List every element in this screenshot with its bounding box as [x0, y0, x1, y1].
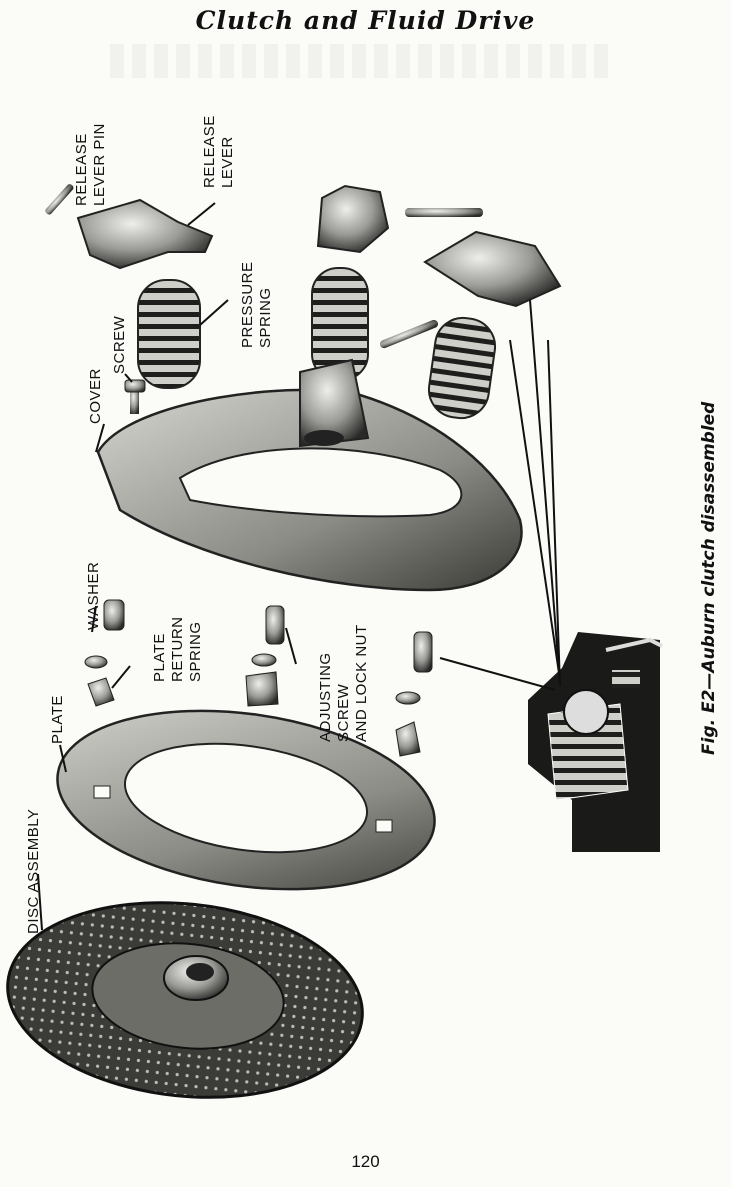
svg-text:PLATE: PLATE — [49, 695, 66, 744]
pressure-spring-label: PRESSURE SPRING — [239, 261, 274, 348]
small-hardware-parts — [84, 599, 433, 757]
page-header: Clutch and Fluid Drive — [195, 6, 536, 35]
release-lever-pin-part — [45, 184, 74, 215]
pressure-plate-part — [56, 709, 436, 891]
svg-text:DISC ASSEMBLY: DISC ASSEMBLY — [25, 809, 42, 934]
svg-text:LEVER PIN: LEVER PIN — [91, 123, 108, 206]
leader-lines — [37, 202, 561, 931]
bleed-through-text — [110, 44, 610, 78]
svg-text:PRESSURE: PRESSURE — [239, 261, 256, 348]
svg-text:SPRING: SPRING — [257, 287, 274, 348]
svg-text:COVER: COVER — [87, 368, 104, 424]
plate-label: PLATE — [49, 695, 66, 744]
release-lever-part — [76, 198, 214, 270]
svg-text:RETURN: RETURN — [169, 617, 186, 683]
disc-assembly-part — [6, 901, 364, 1099]
svg-text:RELEASE: RELEASE — [73, 133, 90, 206]
svg-text:SCREW: SCREW — [111, 315, 128, 374]
release-lever-pin-label: RELEASE LEVER PIN — [73, 123, 108, 206]
svg-text:SPRING: SPRING — [187, 621, 204, 682]
page-number: 120 — [351, 1152, 380, 1171]
washer-label: WASHER — [85, 562, 102, 630]
plate-return-spring-label: PLATE RETURN SPRING — [151, 617, 204, 683]
figure-caption: Fig. E2—Auburn clutch disassembled — [699, 401, 719, 755]
svg-text:LEVER: LEVER — [219, 136, 236, 188]
svg-text:WASHER: WASHER — [85, 562, 102, 630]
screw-label: SCREW — [111, 315, 128, 374]
screw-part — [124, 379, 146, 414]
pressure-spring-parts — [137, 267, 497, 420]
svg-text:PLATE: PLATE — [151, 633, 168, 682]
svg-text:AND LOCK NUT: AND LOCK NUT — [353, 624, 370, 742]
svg-text:RELEASE: RELEASE — [201, 115, 218, 188]
adjusting-screw-label: ADJUSTING SCREW AND LOCK NUT — [317, 624, 370, 742]
svg-text:ADJUSTING: ADJUSTING — [317, 652, 334, 742]
svg-text:Fig. E2—Auburn clutch disassem: Fig. E2—Auburn clutch disassembled — [699, 401, 719, 755]
cutaway-inset-drawing — [528, 632, 663, 852]
cover-part — [96, 358, 523, 592]
release-lever-top-part — [316, 184, 483, 254]
disc-assembly-label: DISC ASSEMBLY — [25, 809, 42, 934]
release-lever-right-part — [379, 230, 562, 349]
svg-text:SCREW: SCREW — [335, 683, 352, 742]
cover-label: COVER — [87, 368, 104, 424]
release-lever-label: RELEASE LEVER — [201, 115, 236, 188]
